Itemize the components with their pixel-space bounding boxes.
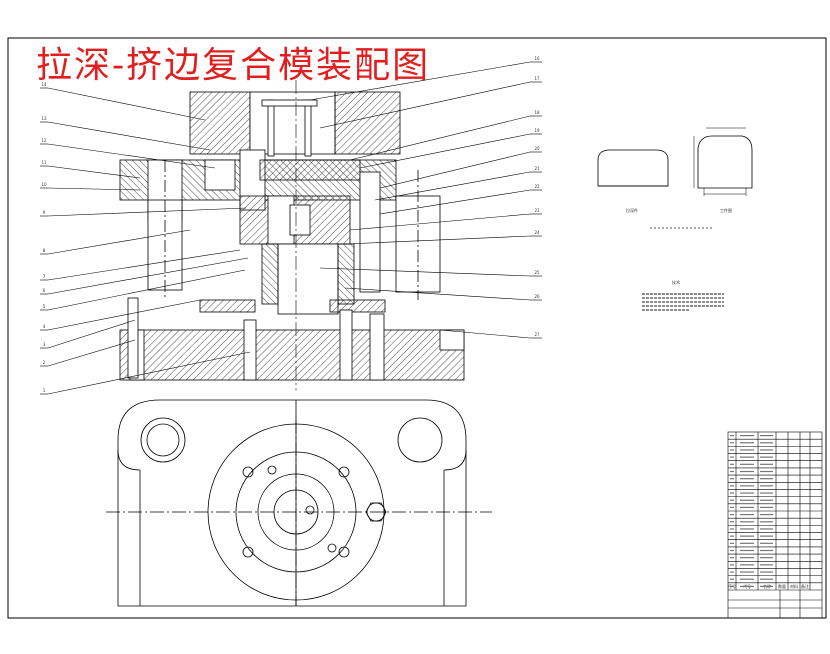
balloon-left-11: 11 [41, 160, 47, 165]
balloon-right-23: 23 [534, 208, 540, 213]
leader-lines-left: 14 13 12 11 10 9 8 7 6 5 4 3 2 1 [40, 82, 251, 395]
balloon-right-18: 18 [534, 110, 540, 115]
balloon-left-3: 3 [43, 342, 46, 347]
sheet-border [7, 37, 827, 619]
bom-header-cell: 数量 [778, 583, 786, 589]
plan-view [106, 399, 492, 607]
tech-notes-title: 技术 [672, 279, 680, 285]
section-view [119, 80, 465, 390]
balloon-left-12: 12 [41, 138, 47, 143]
balloon-left-7: 7 [43, 274, 46, 279]
bom-header-cell: 材料 [790, 583, 798, 589]
balloon-left-5: 5 [43, 304, 46, 309]
balloon-right-19: 19 [534, 128, 540, 133]
balloon-right-25: 25 [534, 270, 540, 275]
part-views [597, 127, 753, 196]
part-label-left: 拉深件 [626, 207, 638, 213]
bom-header-cell: 备注 [801, 583, 809, 589]
balloon-left-14: 14 [41, 82, 47, 87]
balloon-right-21: 21 [534, 166, 540, 171]
balloon-left-2: 2 [43, 360, 46, 365]
balloon-right-22: 22 [534, 184, 540, 189]
bill-of-materials: 序号代号名称数量材料备注 [727, 431, 823, 619]
balloon-right-27: 27 [534, 332, 540, 337]
balloon-left-13: 13 [41, 116, 47, 121]
balloon-right-24: 24 [534, 230, 540, 235]
leader-lines-right: 16 17 18 19 20 21 22 23 24 25 26 27 [309, 56, 542, 339]
drawing-title: 拉深-挤边复合模装配图 [36, 45, 431, 86]
upper-die-shank [189, 91, 251, 155]
balloon-left-9: 9 [43, 210, 46, 215]
balloon-right-26: 26 [534, 294, 540, 299]
balloon-right-16: 16 [534, 56, 540, 61]
lower-die-base [119, 329, 465, 381]
balloon-left-10: 10 [41, 182, 47, 187]
balloon-left-1: 1 [43, 388, 46, 393]
part-label-right: 工件图 [720, 207, 732, 213]
balloon-left-6: 6 [43, 288, 46, 293]
balloon-right-17: 17 [534, 76, 540, 81]
balloon-left-4: 4 [43, 324, 46, 329]
balloon-left-8: 8 [43, 248, 46, 253]
balloon-right-20: 20 [534, 146, 540, 151]
tech-notes [642, 293, 724, 311]
